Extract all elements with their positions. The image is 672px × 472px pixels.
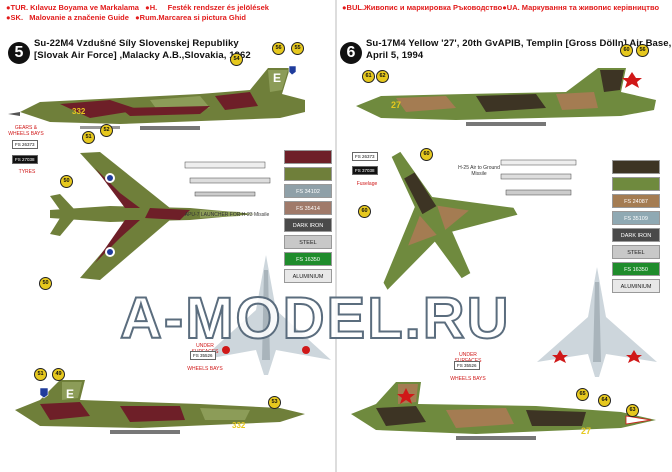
language-line-right: ●BUL.Живопис и маркировка Ръководство●UA… (342, 3, 660, 12)
chip-1 (284, 167, 332, 181)
callout-50a: 50 (60, 175, 73, 188)
fuselage-label: Fuselage (356, 181, 378, 187)
chip-1 (612, 177, 660, 191)
callout-53: 53 (268, 396, 281, 409)
side-number-bottom: 332 (232, 421, 246, 430)
callout-60b: 60 (420, 148, 433, 161)
chip-7: ALUMINIUM (612, 279, 660, 293)
callout-61: 61 (362, 70, 375, 83)
wheels-bays-label: WHEELS BAYS (187, 366, 223, 372)
callout-49: 49 (52, 368, 65, 381)
callout-56: 56 (636, 44, 649, 57)
scheme-number-badge: 5 (8, 42, 30, 64)
callout-56: 56 (272, 42, 285, 55)
side-number-top: 27 (391, 100, 401, 110)
colour-legend-left: FS 34102 FS 35414 DARK IRON STEEL FS 163… (284, 150, 332, 286)
chip-2: FS 34102 (284, 184, 332, 198)
callout-64: 64 (598, 394, 611, 407)
fs-26373-box: FS 26373 (12, 140, 38, 149)
watermark-logo: A-MODEL.RU (119, 285, 511, 352)
side-number-bottom: 27 (581, 426, 591, 436)
chip-4: DARK IRON (612, 228, 660, 242)
chip-2: FS 24087 (612, 194, 660, 208)
language-header-right: ●BUL.Живопис и маркировка Ръководство●UA… (342, 3, 659, 13)
title-line-1: Su-17M4 Yellow '27', 20th GvAPIB, Templi… (366, 38, 672, 49)
callout-63: 63 (626, 404, 639, 417)
callout-62: 62 (376, 70, 389, 83)
aircraft-side-view-top: 332 E (8, 65, 305, 130)
missile-label: H-25 Air to Ground Missile (458, 165, 500, 177)
language-line-1: ●TUR. Kılavuz Boyama ve Markalama ●H. Fe… (6, 3, 269, 12)
aircraft-side-view-top: 27 (356, 68, 656, 126)
scheme-number-badge: 6 (340, 42, 362, 64)
scheme-5-panel: ●TUR. Kılavuz Boyama ve Markalama ●H. Fe… (6, 3, 332, 434)
chip-5: STEEL (284, 235, 332, 249)
apu-label: APU-7 LAUNCHER FOR H-23 Missile (184, 212, 270, 218)
callout-50c: 51 (34, 368, 47, 381)
side-number-top: 332 (72, 107, 86, 116)
title-line-1: Su-22M4 Vzdušné Síly Slovenskej Republik… (34, 38, 239, 49)
aircraft-under-view (537, 267, 657, 377)
callout-60a: 60 (620, 44, 633, 57)
fs-27038-box: FS 27038 (12, 155, 38, 164)
chip-0 (284, 150, 332, 164)
fs-37038-box: FS 37038 (352, 166, 378, 175)
callout-51: 51 (82, 131, 95, 144)
tail-code-top: E (273, 71, 281, 85)
gears-label: GEARS & WHEELS BAYS (8, 125, 44, 137)
language-line-2: ●SK. Malovanie a značenie Guide ●Rum.Mar… (6, 13, 246, 22)
scheme-title: Su-17M4 Yellow '27', 20th GvAPIB, Templi… (366, 38, 671, 61)
fs-26373-box: FS 26373 (352, 152, 378, 161)
callout-50b: 50 (39, 277, 52, 290)
missile-drawings (500, 159, 577, 196)
chip-6: FS 16350 (284, 252, 332, 266)
scheme-title: Su-22M4 Vzdušné Síly Slovenskej Republik… (34, 38, 251, 61)
scheme-6-panel: ●BUL.Живопис и маркировка Ръководство●UA… (336, 0, 672, 472)
title-line-2: [Slovak Air Force] ,Malacky A.B.,Slovaki… (34, 49, 251, 61)
chip-0 (612, 160, 660, 174)
tyres-label: TYRES (18, 169, 36, 175)
chip-3: FS 35414 (284, 201, 332, 215)
wheels-bays-label: WHEELS BAYS (450, 376, 486, 382)
aircraft-under-view (201, 255, 331, 375)
aircraft-plan-view (50, 152, 255, 280)
callout-52: 52 (100, 124, 113, 137)
callout-65: 65 (576, 388, 589, 401)
callout-54: 54 (230, 53, 243, 66)
under-fs-box: FS 35526 (190, 351, 216, 360)
weapon-drawings (184, 161, 271, 197)
language-header-left: ●TUR. Kılavuz Boyama ve Markalama ●H. Fe… (6, 3, 269, 23)
chip-4: DARK IRON (284, 218, 332, 232)
colour-legend-right: FS 24087 FS 35109 DARK IRON STEEL FS 163… (612, 160, 660, 296)
chip-7: ALUMINIUM (284, 269, 332, 283)
chip-3: FS 35109 (612, 211, 660, 225)
aircraft-side-view-bottom: E 332 (15, 380, 305, 434)
chip-5: STEEL (612, 245, 660, 259)
panel-divider (335, 0, 337, 472)
tail-code-bottom: E (66, 387, 74, 401)
callout-60c: 60 (358, 205, 371, 218)
chip-6: FS 16350 (612, 262, 660, 276)
aircraft-plan-view (383, 151, 518, 290)
under-fs-box: FS 35526 (454, 361, 480, 370)
aircraft-side-view-bottom: 27 (351, 382, 656, 440)
title-line-2: April 5, 1994 (366, 49, 424, 61)
callout-55: 55 (291, 42, 304, 55)
